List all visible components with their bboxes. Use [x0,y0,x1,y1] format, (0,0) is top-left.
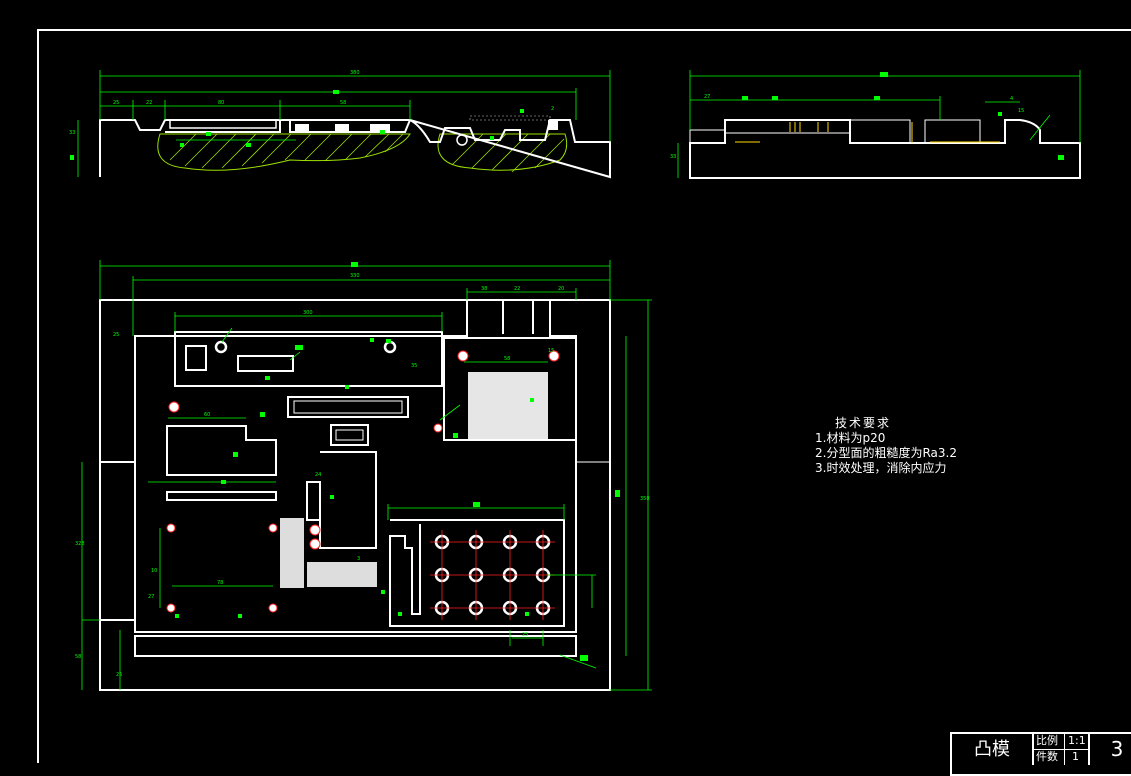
front-dim-4: 58 [340,100,346,106]
side-view: 27 4 15 33 [670,70,1081,179]
side-dim-2: 4 [1010,96,1013,102]
title-block: 凸模 比例 1:1 件数 1 3 [950,732,1131,776]
scale-label: 比例 [1036,734,1058,747]
sheet-border [37,29,1131,763]
side-dim-1: 27 [704,94,710,100]
plan-dim-r3: 20 [558,286,564,292]
front-dim-3: 80 [218,100,224,106]
plan-dim-27: 27 [148,594,154,600]
front-dim-2: 22 [146,100,152,106]
plan-dim-3: 3 [357,556,360,562]
plan-dim-bottom2: 25 [116,672,122,678]
side-dim-3: 15 [1018,108,1024,114]
plan-dim-15: 15 [548,348,554,354]
scale-value: 1:1 [1068,734,1086,747]
plan-dim-35: 35 [411,363,417,369]
plan-dim-v: 350 [640,496,650,502]
notes-title: 技术要求 [835,416,892,430]
front-section-view: 380 25 22 80 58 2 33 [69,70,611,179]
plan-view: 330 300 38 22 20 350 328 58 25 25 60 58 … [75,260,652,691]
technical-requirements: 技术要求 1.材料为p20 2.分型面的粗糙度为Ra3.2 3.时效处理，消除内… [815,416,957,476]
plan-dim-58: 58 [504,356,510,362]
plan-dim-total: 330 [350,273,360,279]
plan-dim-10: 10 [151,568,157,574]
plan-dim-left: 328 [75,541,85,547]
plan-dim-bottom: 58 [75,654,81,660]
notes-item-1: 1.材料为p20 [815,431,886,445]
count-value: 1 [1072,750,1079,763]
plan-dim-78: 78 [217,580,223,586]
plan-dim-r2: 22 [514,286,520,292]
side-dim-h: 33 [670,154,676,160]
front-dim-5: 2 [551,106,554,112]
sheet-number: 3 [1088,734,1131,765]
plan-dim-r1: 38 [481,286,487,292]
front-dim-total: 380 [350,70,360,76]
front-dim-1: 25 [113,100,119,106]
plan-dim-25: 25 [113,332,119,338]
count-label: 件数 [1036,750,1058,763]
plan-dim-60: 60 [204,412,210,418]
front-dim-h: 33 [69,130,75,136]
plan-dim-inner: 300 [303,310,313,316]
plan-dim-24: 24 [315,472,321,478]
notes-item-3: 3.时效处理，消除内应力 [815,461,947,475]
part-name: 凸模 [952,734,1034,765]
notes-item-2: 2.分型面的粗糙度为Ra3.2 [815,446,957,460]
plan-dim-25b: 25 [522,632,528,638]
